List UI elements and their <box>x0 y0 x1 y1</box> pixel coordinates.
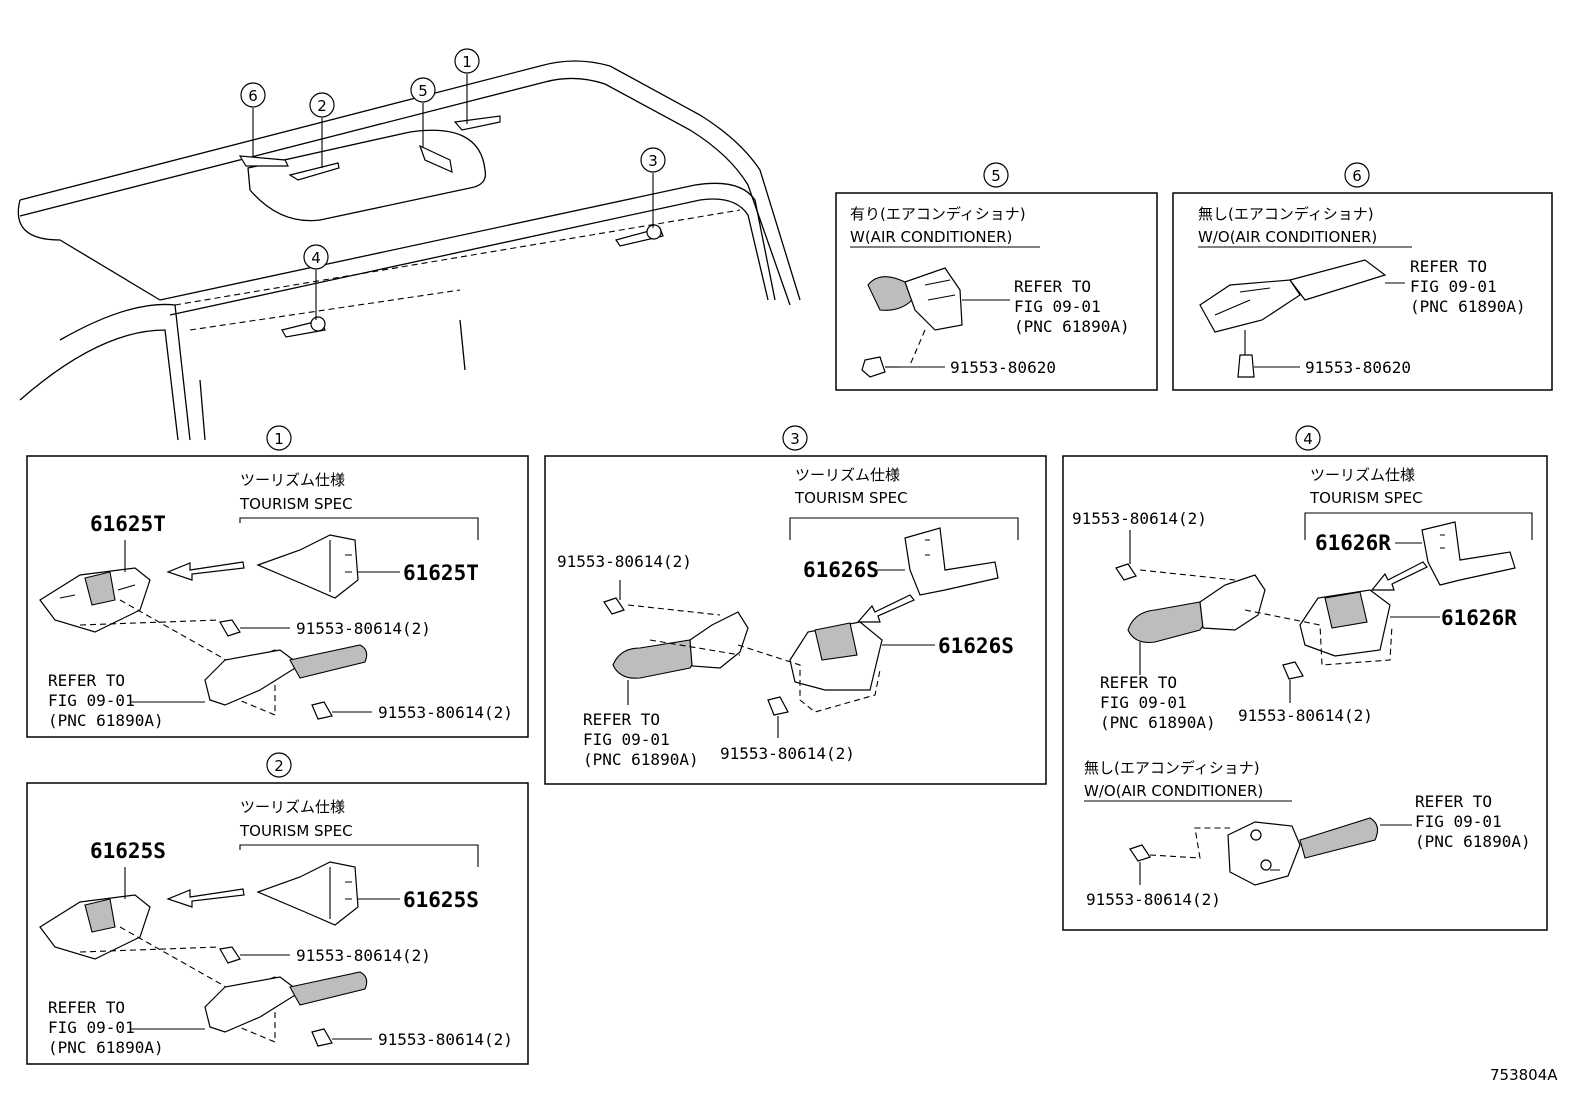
svg-text:TOURISM SPEC: TOURISM SPEC <box>239 495 353 513</box>
svg-text:REFER TO: REFER TO <box>1100 673 1177 692</box>
svg-text:ツーリズム仕様: ツーリズム仕様 <box>1310 466 1415 484</box>
svg-text:6: 6 <box>1352 167 1362 185</box>
svg-text:W/O(AIR CONDITIONER): W/O(AIR CONDITIONER) <box>1198 228 1377 246</box>
overview-marker-6: 6 <box>240 82 266 108</box>
figure-id: 753804A <box>1490 1066 1558 1084</box>
panel-3: 3 ツーリズム仕様 TOURISM SPEC 91553-80614(2) 61… <box>544 425 1047 785</box>
overview-marker-2: 2 <box>309 92 335 118</box>
svg-text:無し(エアコンディショナ): 無し(エアコンディショナ) <box>1084 759 1260 777</box>
svg-text:91553-80614(2): 91553-80614(2) <box>296 946 431 965</box>
svg-text:4: 4 <box>311 249 321 267</box>
vehicle-roof-overview <box>17 60 801 441</box>
svg-text:91553-80614(2): 91553-80614(2) <box>1238 706 1373 725</box>
svg-text:REFER TO: REFER TO <box>1415 792 1492 811</box>
svg-text:3: 3 <box>648 152 658 170</box>
svg-text:FIG 09-01: FIG 09-01 <box>583 730 670 749</box>
svg-text:(PNC 61890A): (PNC 61890A) <box>1415 832 1531 851</box>
svg-text:1: 1 <box>462 53 472 71</box>
svg-text:(PNC 61890A): (PNC 61890A) <box>1100 713 1216 732</box>
svg-text:61626R: 61626R <box>1315 531 1391 555</box>
svg-text:91553-80620: 91553-80620 <box>1305 358 1411 377</box>
panel-4: 4 ツーリズム仕様 TOURISM SPEC 91553-80614(2) 61… <box>1062 425 1548 931</box>
svg-text:有り(エアコンディショナ): 有り(エアコンディショナ) <box>850 205 1026 223</box>
svg-text:91553-80614(2): 91553-80614(2) <box>378 703 513 722</box>
svg-text:61626S: 61626S <box>803 558 879 582</box>
svg-text:FIG 09-01: FIG 09-01 <box>48 691 135 710</box>
svg-text:FIG 09-01: FIG 09-01 <box>1100 693 1187 712</box>
svg-text:REFER TO: REFER TO <box>583 710 660 729</box>
svg-text:ツーリズム仕様: ツーリズム仕様 <box>795 466 900 484</box>
svg-text:REFER TO: REFER TO <box>1014 277 1091 296</box>
svg-text:W(AIR CONDITIONER): W(AIR CONDITIONER) <box>850 228 1012 246</box>
svg-text:61625S: 61625S <box>403 888 479 912</box>
svg-text:91553-80614(2): 91553-80614(2) <box>1086 890 1221 909</box>
svg-text:91553-80614(2): 91553-80614(2) <box>557 552 692 571</box>
svg-text:(PNC 61890A): (PNC 61890A) <box>48 711 164 730</box>
svg-text:(PNC 61890A): (PNC 61890A) <box>1410 297 1526 316</box>
svg-text:1: 1 <box>274 430 284 448</box>
svg-text:TOURISM SPEC: TOURISM SPEC <box>1309 489 1423 507</box>
svg-text:無し(エアコンディショナ): 無し(エアコンディショナ) <box>1198 205 1374 223</box>
svg-text:ツーリズム仕様: ツーリズム仕様 <box>240 798 345 816</box>
svg-text:(PNC 61890A): (PNC 61890A) <box>583 750 699 769</box>
svg-text:REFER TO: REFER TO <box>48 998 125 1017</box>
svg-text:REFER TO: REFER TO <box>48 671 125 690</box>
svg-text:3: 3 <box>790 430 800 448</box>
svg-text:61626S: 61626S <box>938 634 1014 658</box>
svg-text:FIG 09-01: FIG 09-01 <box>1415 812 1502 831</box>
svg-text:W/O(AIR CONDITIONER): W/O(AIR CONDITIONER) <box>1084 782 1263 800</box>
svg-text:ツーリズム仕様: ツーリズム仕様 <box>240 471 345 489</box>
svg-text:61625S: 61625S <box>90 839 166 863</box>
svg-text:91553-80620: 91553-80620 <box>950 358 1056 377</box>
svg-text:FIG 09-01: FIG 09-01 <box>1014 297 1101 316</box>
panel-1: 1 ツーリズム仕様 TOURISM SPEC 61625T 61625T 915… <box>26 425 529 738</box>
svg-text:61625T: 61625T <box>403 561 479 585</box>
panel-2: 2 ツーリズム仕様 TOURISM SPEC 61625S 61625S 915… <box>26 752 529 1065</box>
svg-text:61626R: 61626R <box>1441 606 1517 630</box>
svg-text:TOURISM SPEC: TOURISM SPEC <box>239 822 353 840</box>
svg-text:6: 6 <box>248 87 258 105</box>
overview-marker-3: 3 <box>640 147 666 173</box>
svg-text:2: 2 <box>317 97 327 115</box>
svg-text:FIG 09-01: FIG 09-01 <box>48 1018 135 1037</box>
svg-text:2: 2 <box>274 757 284 775</box>
panel-6: 6 無し(エアコンディショナ) W/O(AIR CONDITIONER) REF… <box>1172 162 1553 391</box>
svg-text:(PNC 61890A): (PNC 61890A) <box>48 1038 164 1057</box>
overview-marker-5: 5 <box>410 77 436 103</box>
svg-text:91553-80614(2): 91553-80614(2) <box>378 1030 513 1049</box>
svg-text:(PNC 61890A): (PNC 61890A) <box>1014 317 1130 336</box>
svg-text:4: 4 <box>1303 430 1313 448</box>
svg-text:5: 5 <box>991 167 1001 185</box>
svg-text:91553-80614(2): 91553-80614(2) <box>1072 509 1207 528</box>
svg-text:61625T: 61625T <box>90 512 166 536</box>
panel-5: 5 有り(エアコンディショナ) W(AIR CONDITIONER) REFER… <box>835 162 1158 391</box>
svg-text:TOURISM SPEC: TOURISM SPEC <box>794 489 908 507</box>
svg-text:5: 5 <box>418 82 428 100</box>
svg-text:91553-80614(2): 91553-80614(2) <box>296 619 431 638</box>
svg-text:91553-80614(2): 91553-80614(2) <box>720 744 855 763</box>
overview-marker-4: 4 <box>303 244 329 270</box>
overview-marker-1: 1 <box>454 48 480 74</box>
svg-text:REFER TO: REFER TO <box>1410 257 1487 276</box>
svg-text:FIG 09-01: FIG 09-01 <box>1410 277 1497 296</box>
